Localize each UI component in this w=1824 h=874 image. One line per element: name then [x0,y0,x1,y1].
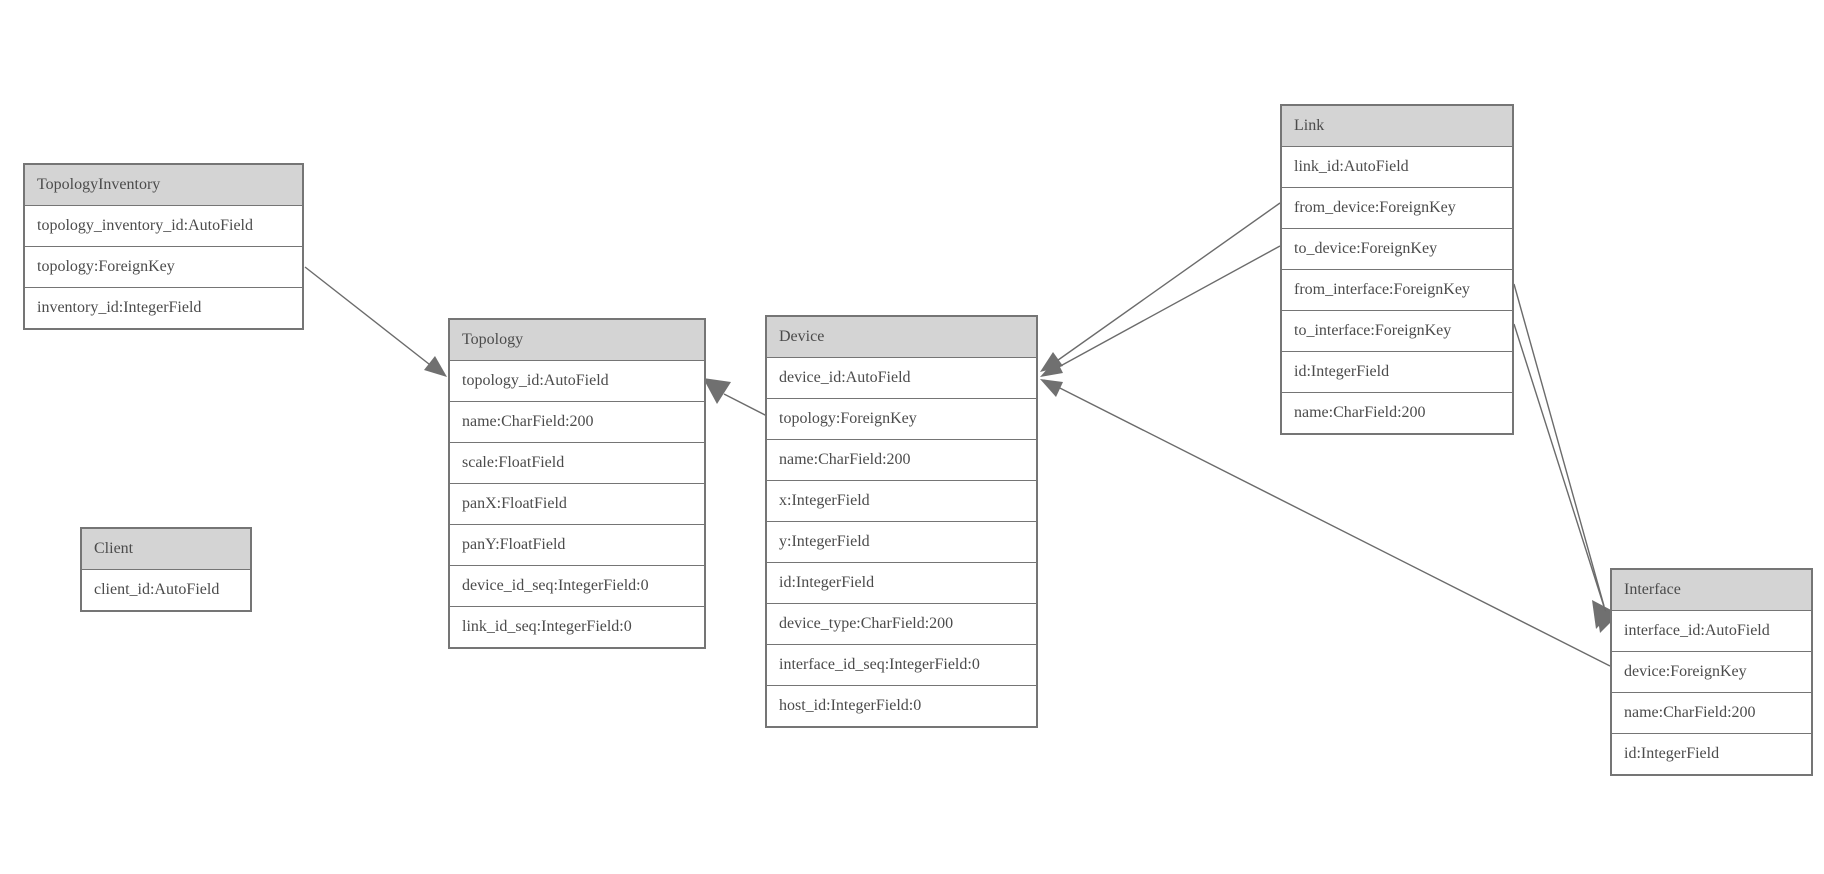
field-row: topology:ForeignKey [767,398,1036,439]
field-row: topology:ForeignKey [25,246,302,287]
relation-link-tointerface-interface-line [1513,323,1608,617]
relation-topologyinventory-topology-line [304,266,444,376]
field-row: panY:FloatField [450,524,704,565]
field-row: name:CharField:200 [1612,692,1811,733]
field-row: name:CharField:200 [1282,392,1512,433]
entity-topology-title: Topology [450,320,704,361]
relation-link-fromdevice-device-line [1043,202,1281,371]
field-row: to_interface:ForeignKey [1282,310,1512,351]
field-row: id:IntegerField [1612,733,1811,774]
field-row: device:ForeignKey [1612,651,1811,692]
field-row: y:IntegerField [767,521,1036,562]
field-row: to_device:ForeignKey [1282,228,1512,269]
field-row: name:CharField:200 [767,439,1036,480]
field-row: name:CharField:200 [450,401,704,442]
entity-topologyinventory-title: TopologyInventory [25,165,302,206]
field-row: topology_inventory_id:AutoField [25,206,302,246]
field-row: id:IntegerField [767,562,1036,603]
relation-link-todevice-device-line [1043,245,1281,376]
field-row: host_id:IntegerField:0 [767,685,1036,726]
relation-interface-device-arrowhead [1040,379,1063,397]
field-row: interface_id:AutoField [1612,611,1811,651]
field-row: id:IntegerField [1282,351,1512,392]
field-row: link_id_seq:IntegerField:0 [450,606,704,647]
field-row: panX:FloatField [450,483,704,524]
relation-link-todevice-device-arrowhead [1040,359,1063,377]
field-row: topology_id:AutoField [450,361,704,401]
field-row: device_id:AutoField [767,358,1036,398]
field-row: from_device:ForeignKey [1282,187,1512,228]
relation-topologyinventory-topology-arrowhead [424,356,447,377]
field-row: interface_id_seq:IntegerField:0 [767,644,1036,685]
relation-device-topology-line [723,393,768,417]
entity-interface-title: Interface [1612,570,1811,611]
relation-link-tointerface-interface-arrowhead [1596,606,1616,633]
entity-client-title: Client [82,529,250,570]
field-row: client_id:AutoField [82,570,250,610]
field-row: x:IntegerField [767,480,1036,521]
field-row: scale:FloatField [450,442,704,483]
field-row: link_id:AutoField [1282,147,1512,187]
relation-device-topology-arrowhead [703,378,731,404]
entity-link-title: Link [1282,106,1512,147]
entity-client-fields: client_id:AutoField [82,570,250,610]
relation-interface-device-line [1043,379,1611,667]
entity-device-title: Device [767,317,1036,358]
field-row: inventory_id:IntegerField [25,287,302,328]
field-row: device_id_seq:IntegerField:0 [450,565,704,606]
field-row: device_type:CharField:200 [767,603,1036,644]
field-row: from_interface:ForeignKey [1282,269,1512,310]
entity-client[interactable]: Client client_id:AutoField [80,527,252,612]
entity-topologyinventory[interactable]: TopologyInventory topology_inventory_id:… [23,163,304,330]
relation-link-frominterface-interface-line [1513,283,1605,607]
